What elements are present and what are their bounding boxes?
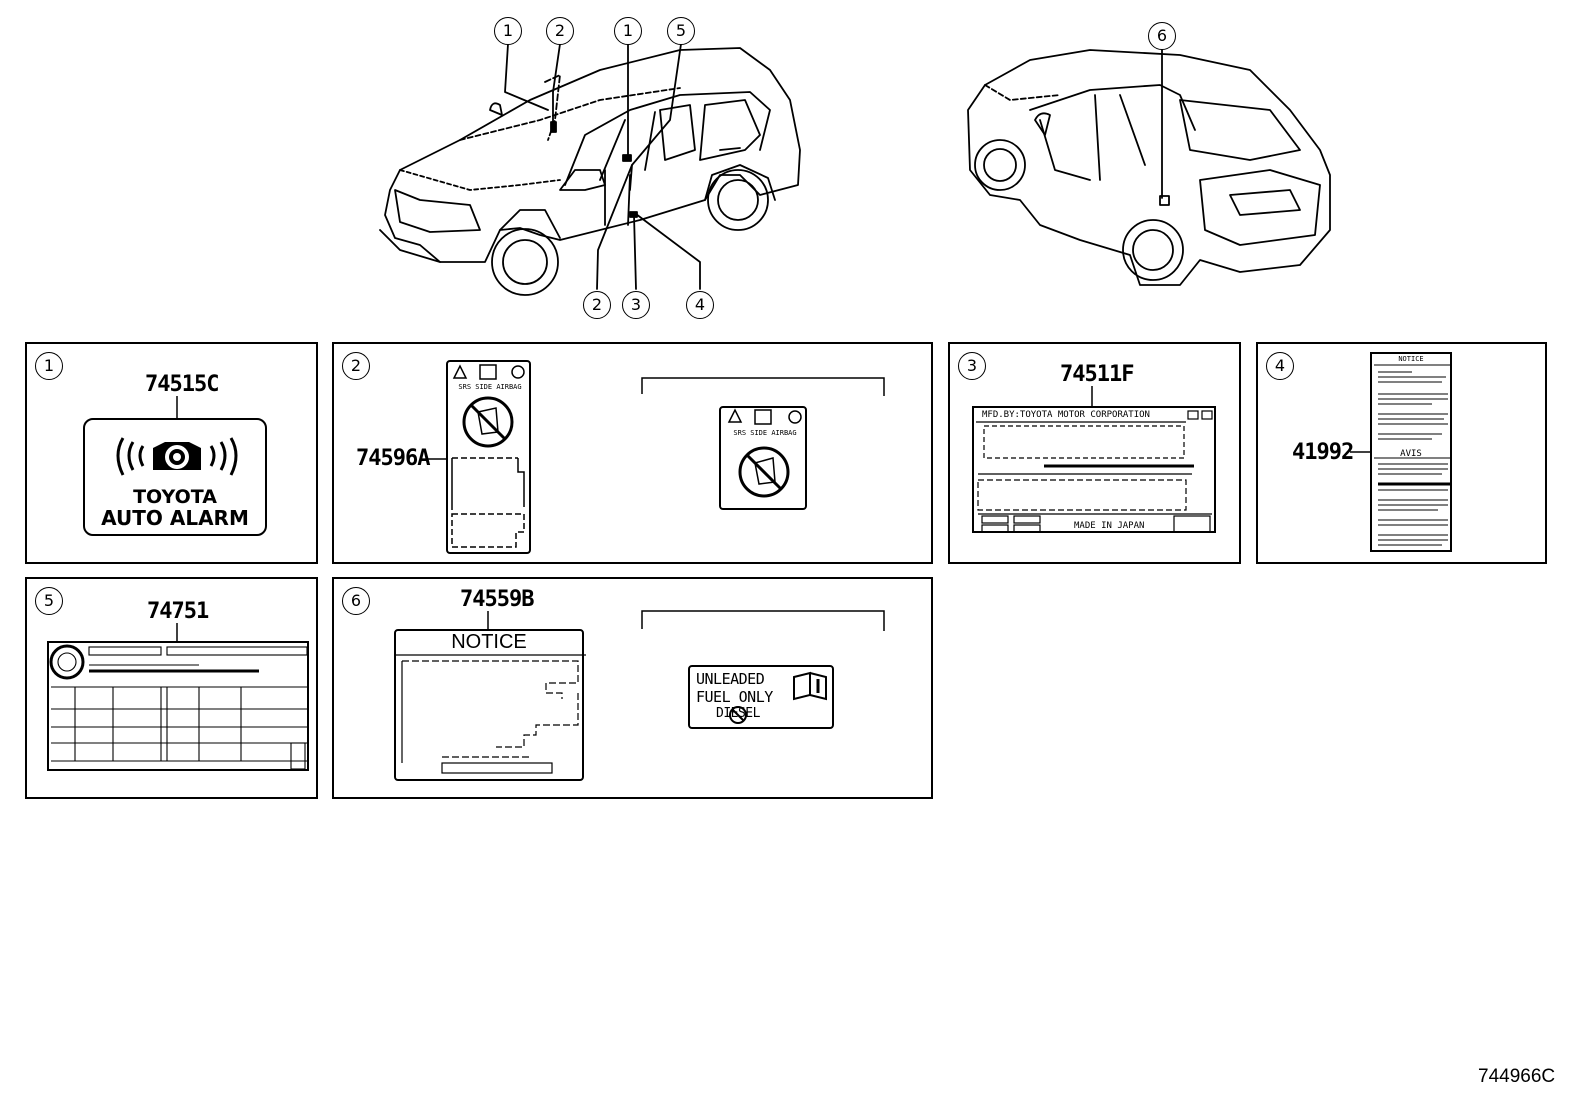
label-body — [1374, 364, 1452, 546]
avis-heading: AVIS — [1400, 449, 1422, 459]
airbag-label-main: SRS SIDE AIRBAG — [446, 360, 531, 554]
panel-5: 5 74751 — [25, 577, 318, 799]
part-number: 74751 — [147, 599, 209, 624]
airbag-caption: SRS SIDE AIRBAG — [458, 383, 522, 391]
tire-table — [49, 644, 308, 770]
leader-line — [487, 610, 885, 631]
callout-1-front: 1 — [494, 17, 522, 45]
callout-4: 4 — [686, 291, 714, 319]
alarm-icon — [116, 437, 238, 476]
callout-2-door: 2 — [583, 291, 611, 319]
part-number: 41992 — [1292, 440, 1354, 465]
notice-heading: NOTICE — [451, 631, 527, 653]
leader-line — [426, 377, 885, 460]
airbag-warning-icon-alt — [727, 408, 802, 498]
callout-3: 3 — [622, 291, 650, 319]
leader-line — [176, 396, 178, 418]
leader-line — [176, 623, 178, 641]
panel-number: 4 — [1266, 352, 1294, 380]
notice-fuel-label: NOTICE — [394, 629, 586, 781]
label-line-2: AUTO ALARM — [101, 506, 249, 530]
part-number: 74515C — [145, 372, 219, 397]
fuel-line-2: FUEL ONLY — [696, 688, 773, 706]
label-line-1: TOYOTA — [133, 486, 217, 508]
unleaded-fuel-label: UNLEADED FUEL ONLY DIESEL — [688, 665, 834, 729]
notice-label: NOTICE AVIS — [1370, 352, 1452, 552]
panel-4: 4 41992 NOTICE AVIS — [1256, 342, 1547, 564]
airbag-caption-alt: SRS SIDE AIRBAG — [733, 429, 797, 437]
manual-book-icon — [729, 671, 827, 724]
panel-6: 6 74559B NOTICE UNLEADED FUEL ONLY DIESE… — [332, 577, 933, 799]
panel-number: 1 — [35, 352, 63, 380]
notice-heading: NOTICE — [1398, 355, 1424, 363]
callout-2-front: 2 — [546, 17, 574, 45]
airbag-label-alt: SRS SIDE AIRBAG — [719, 406, 807, 510]
maker-text: MFD.BY:TOYOTA MOTOR CORPORATION — [982, 410, 1150, 420]
fuel-line-1: UNLEADED — [696, 670, 765, 688]
diagram-reference-number: 744966C — [1478, 1066, 1556, 1087]
part-number: 74511F — [1060, 362, 1134, 387]
panel-1: 1 74515C TOYOTA AUTO ALARM — [25, 342, 318, 564]
panel-number: 2 — [342, 352, 370, 380]
part-number: 74559B — [460, 587, 534, 612]
part-number: 74596A — [356, 446, 430, 471]
label-body — [976, 410, 1213, 533]
leader-line — [1091, 386, 1093, 406]
panel-number: 5 — [35, 587, 63, 615]
notice-body — [396, 654, 586, 774]
airbag-warning-icon — [451, 364, 525, 548]
auto-alarm-label: TOYOTA AUTO ALARM — [83, 418, 267, 536]
panel-number: 6 — [342, 587, 370, 615]
fuel-line-3: DIESEL — [716, 706, 760, 721]
callout-5: 5 — [667, 17, 695, 45]
vehicle-id-label: MFD.BY:TOYOTA MOTOR CORPORATION MADE IN … — [972, 406, 1216, 533]
panel-2: 2 74596A SRS SIDE AIRBAG SRS SIDE AIRBAG — [332, 342, 933, 564]
leader-line — [1350, 451, 1370, 453]
callout-6: 6 — [1148, 22, 1176, 50]
panel-number: 3 — [958, 352, 986, 380]
origin-text: MADE IN JAPAN — [1074, 521, 1145, 531]
panel-3: 3 74511F MFD.BY:TOYOTA MOTOR CORPORATION… — [948, 342, 1241, 564]
callout-1-door: 1 — [614, 17, 642, 45]
tire-info-label — [47, 641, 309, 771]
